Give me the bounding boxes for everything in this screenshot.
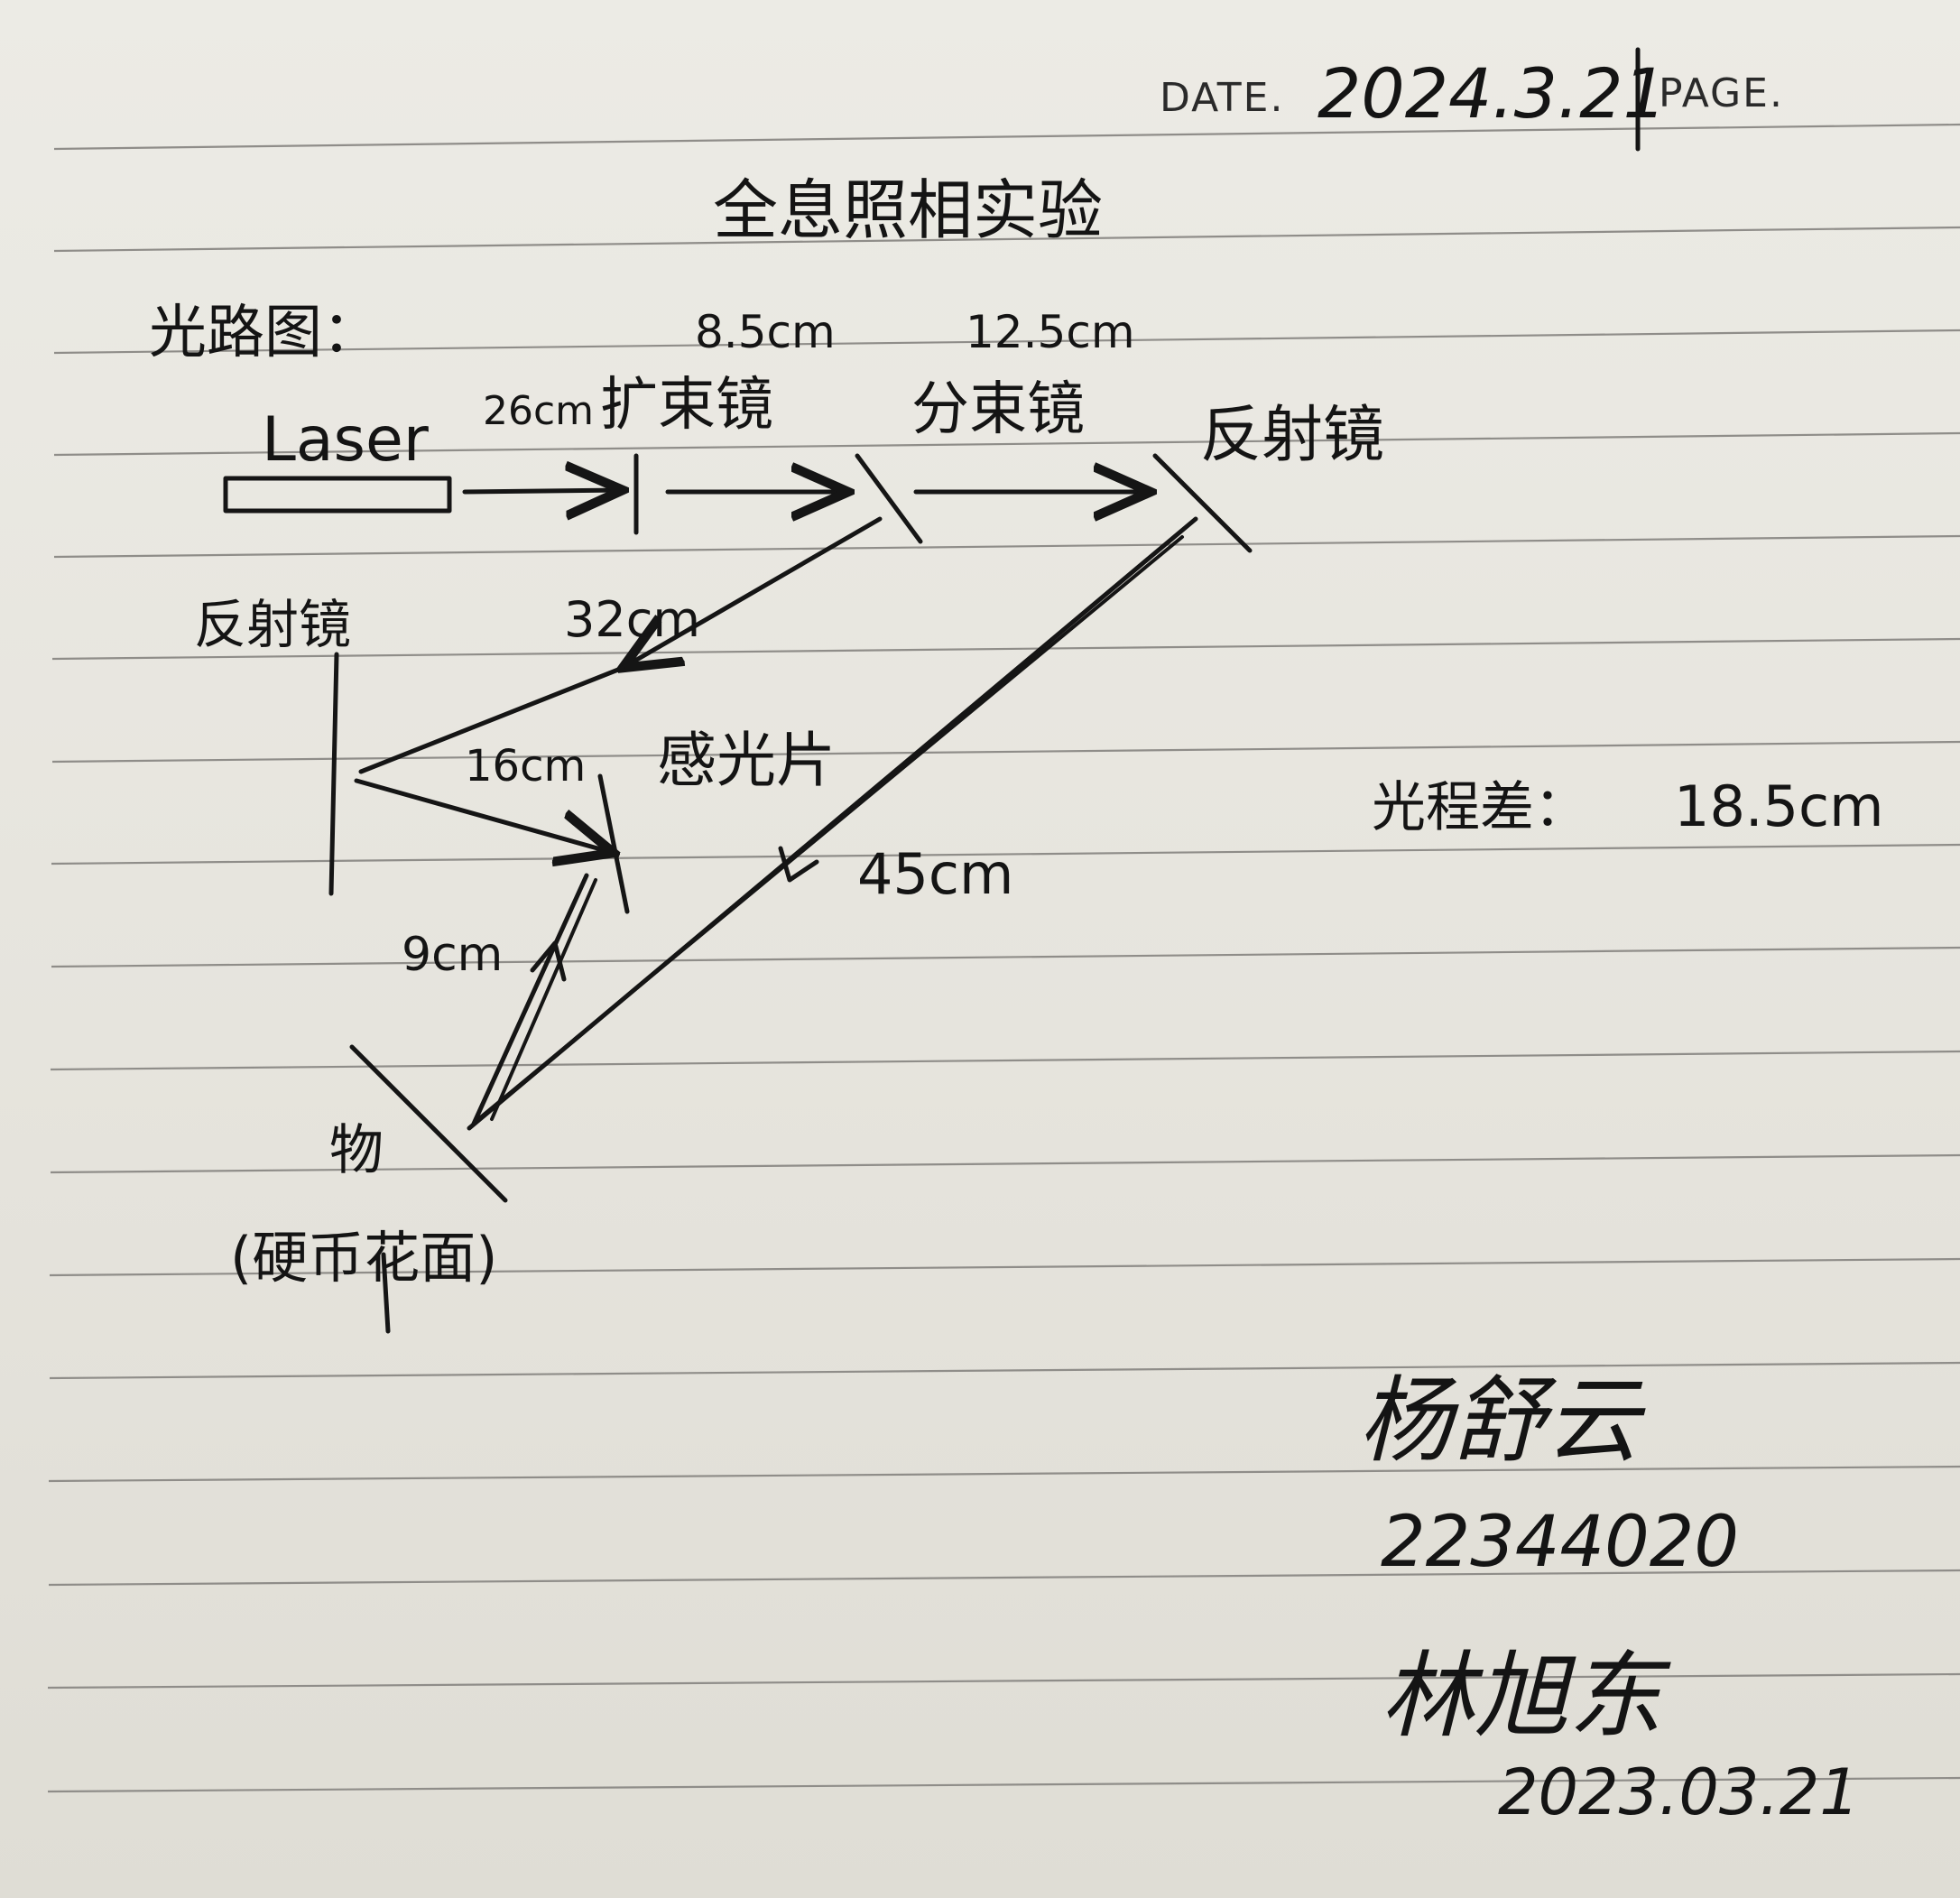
section-label: 光路图： (149, 300, 380, 366)
beam-leftmirror-plate (354, 778, 614, 853)
object-note-pointer (381, 1252, 391, 1334)
beam-object-plate-arrow (530, 940, 567, 982)
mirror-right-label: 反射镜 (1200, 400, 1384, 471)
date-label: DATE. (1160, 75, 1284, 121)
distance-laser-expander: 26cm (483, 388, 594, 434)
object-line (349, 1044, 508, 1203)
beam-expander-label: 扩束镜 (600, 372, 773, 439)
mirror-right (1152, 453, 1253, 553)
beam-splitter-leftmirror-a (623, 516, 883, 668)
signature-name-2: 林旭东 (1381, 1641, 1671, 1751)
photo-plate (597, 773, 630, 914)
signature-date: 2023.03.21 (1498, 1755, 1860, 1829)
page-title: 全息照相实验 (713, 172, 1103, 248)
distance-leftmirror-plate: 16cm (465, 741, 586, 792)
distance-expander-splitter: 8.5cm (695, 306, 836, 358)
path-difference-value: 18.5cm (1674, 773, 1884, 839)
beam-mirror-object-arrow (778, 846, 819, 883)
signature-name-1: 杨舒云 (1358, 1366, 1646, 1476)
distance-splitter-leftmirror: 32cm (564, 591, 700, 648)
laser-label: Laser (262, 404, 429, 476)
beam-laser-expander (462, 490, 623, 492)
distance-object-plate: 9cm (402, 928, 503, 982)
beam-splitter (855, 453, 923, 544)
student-id: 22344020 (1381, 1502, 1739, 1583)
plate-label: 感光片 (657, 726, 836, 795)
mirror-left (328, 652, 339, 896)
beam-splitter-leftmirror-b (358, 665, 625, 774)
distance-splitter-mirror: 12.5cm (966, 306, 1135, 358)
page-label: PAGE. (1659, 70, 1784, 116)
object-label: 物 (329, 1119, 384, 1182)
mirror-left-label: 反射镜 (194, 594, 351, 655)
object-note: (硬币花面) (230, 1225, 497, 1291)
beam-mirror-object-b (476, 535, 1184, 1121)
beam-splitter-label: 分束镜 (911, 376, 1085, 443)
distance-mirror-object: 45cm (857, 841, 1013, 907)
path-difference-label: 光程差： (1372, 776, 1588, 839)
date-value: 2024.3.21 (1317, 53, 1667, 134)
beam-object-plate-a (471, 873, 589, 1126)
beam-object-plate-b (490, 878, 597, 1121)
laser-box (223, 476, 452, 514)
